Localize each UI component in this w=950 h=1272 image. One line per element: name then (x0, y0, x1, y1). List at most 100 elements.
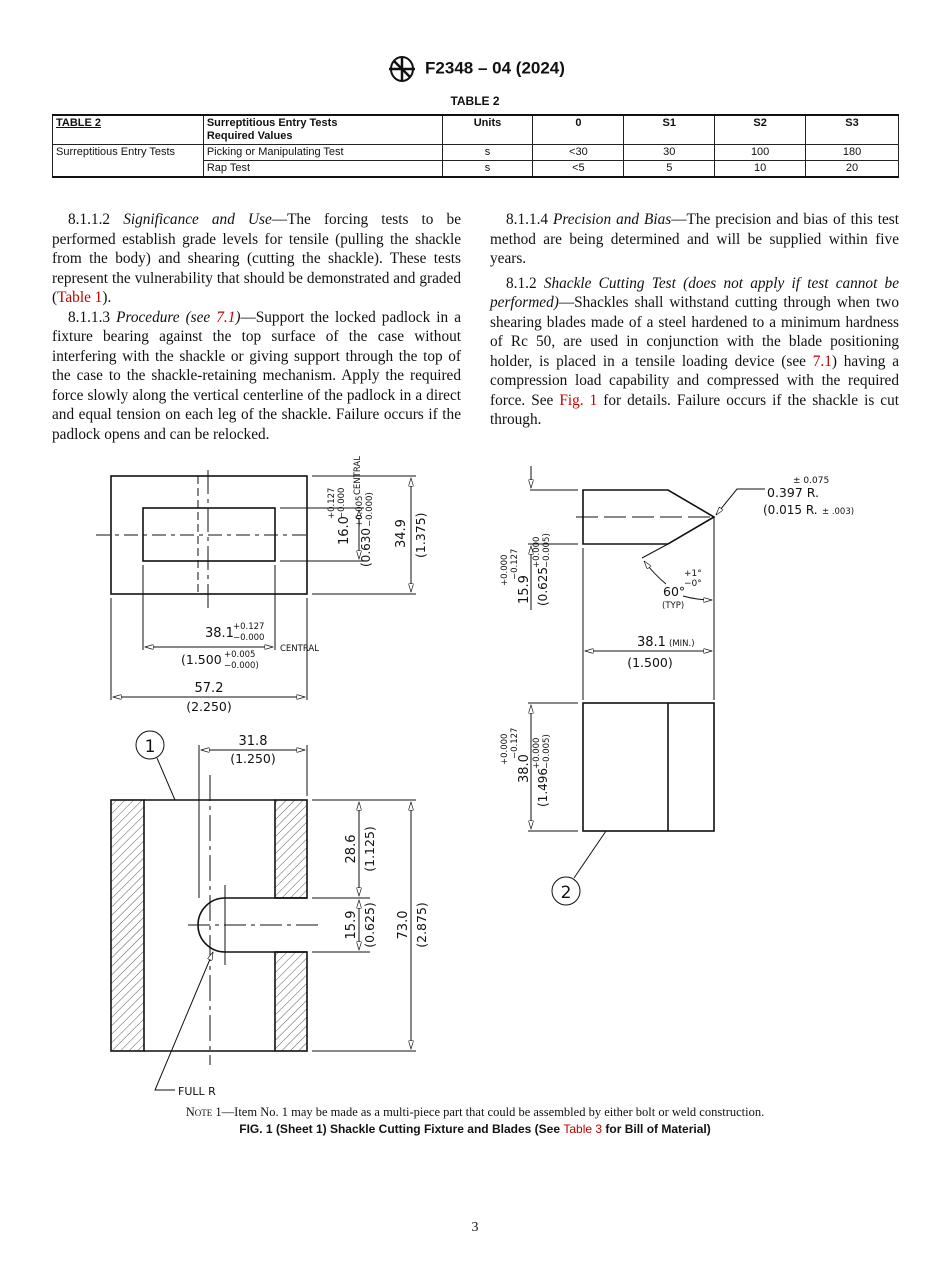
cell: Rap Test (202, 160, 443, 178)
dim-1-496: (1.496 (536, 768, 550, 807)
full-r-label: FULL R (178, 1085, 216, 1098)
dim-tol: +0.005 (355, 496, 365, 527)
cell: s (441, 160, 534, 178)
paragraph-8-1-1-2: 8.1.1.2 Significance and Use—The forcing… (52, 210, 461, 308)
dim-1-500: (1.500 (181, 652, 222, 667)
cell: 10 (714, 160, 807, 178)
radius-0-397: 0.397 R. (767, 485, 819, 500)
cell: 30 (623, 144, 716, 161)
cell: 20 (805, 160, 899, 178)
dim-tol: −0.000 (233, 633, 264, 643)
dim-2-250: (2.250) (186, 699, 232, 714)
group-cell: Surreptitious Entry Tests (52, 144, 204, 178)
angle-tol: −0° (684, 579, 702, 589)
radius-0-015: (0.015 R. (763, 503, 818, 517)
dim-1-375: (1.375) (413, 512, 428, 558)
header-text: Surreptitious Entry Tests (206, 117, 338, 129)
dim-tol: +0.005 (224, 650, 255, 660)
dim-tol: +0.127 (327, 488, 337, 519)
dim-38-1-min: 38.1 (637, 635, 666, 650)
item-1-balloon (135, 730, 165, 760)
dim-2-875: (2.875) (414, 902, 429, 948)
section-number: 8.1.1.4 (506, 211, 554, 228)
header-cell: S1 (623, 114, 716, 145)
dim-tol: −0.127 (510, 549, 520, 580)
fig-1-link[interactable]: Fig. 1 (559, 391, 598, 409)
dim-31-8: 31.8 (239, 734, 268, 749)
caption-text: FIG. 1 (Sheet 1) Shackle Cutting Fixture… (239, 1122, 564, 1136)
paragraph-text: —The forcing tests to be performed estab… (52, 211, 461, 306)
dim-1-250: (1.250) (230, 751, 276, 766)
paragraph-8-1-1-3: 8.1.1.3 Procedure (see 7.1)—Support the … (52, 308, 461, 445)
radius-tol: ± 0.075 (793, 476, 829, 486)
dim-1-500: (1.500) (627, 655, 673, 670)
dim-tol: +0.000 (532, 537, 542, 568)
cell: <30 (532, 144, 625, 161)
header-cell: Units (441, 114, 534, 145)
cell: s (441, 144, 534, 161)
item-2-label: 2 (561, 883, 572, 903)
dim-tol: +0.000 (500, 734, 510, 765)
radius-tol: ± .003) (822, 507, 854, 517)
dim-34-9: 34.9 (394, 519, 409, 548)
table-title: TABLE 2 (450, 94, 500, 108)
cell: 180 (805, 144, 899, 161)
dim-0-625: (0.625) (362, 902, 377, 948)
dim-28-6: 28.6 (344, 835, 359, 864)
dim-38-1: 38.1 (205, 626, 234, 641)
paragraph-text: ) having a compression load capability a… (490, 352, 899, 409)
dim-1-125: (1.125) (362, 826, 377, 872)
dim-tol: +0.000 (532, 738, 542, 769)
page-number: 3 (471, 1220, 479, 1235)
section-title: ) (235, 308, 241, 326)
top-view (96, 470, 416, 700)
angle-tol: +1° (684, 569, 702, 579)
dim-tol: −0.005) (542, 734, 552, 769)
dim-tol: +0.127 (233, 622, 264, 632)
dim-tol: −0.000) (224, 661, 259, 671)
section-number: 8.1.1.3 (68, 308, 117, 326)
central-label: CENTRAL (353, 456, 363, 495)
section-7-1-link[interactable]: 7.1 (812, 352, 832, 370)
typ-label: (TYP) (662, 601, 684, 611)
table-1-link[interactable]: Table 1 (57, 289, 103, 306)
table-row: Surreptitious Entry Tests Picking or Man… (52, 144, 899, 178)
section-title: Precision and Bias (553, 211, 672, 228)
central-label: CENTRAL (280, 644, 319, 654)
dim-38-0: 38.0 (517, 754, 532, 783)
item-1-label: 1 (145, 737, 156, 757)
section-title: Procedure (see (116, 308, 217, 326)
paragraph-8-1-1-4: 8.1.1.4 Precision and Bias—The precision… (490, 210, 899, 269)
item-2-balloon (551, 876, 581, 906)
left-column: 8.1.1.2 Significance and Use—The forcing… (52, 210, 461, 444)
paragraph-text: —The precision and bias of this test met… (490, 211, 899, 267)
dim-tol: −0.127 (510, 728, 520, 759)
paragraph-text: ). (102, 289, 112, 306)
dim-tol: −0.000) (365, 492, 375, 527)
dim-16-0: 16.0 (337, 516, 352, 545)
dim-0-630: (0.630 (359, 528, 373, 567)
right-column: 8.1.1.4 Precision and Bias—The precision… (490, 210, 899, 430)
caption-text: for Bill of Material) (602, 1122, 711, 1136)
note-text: —Item No. 1 may be made as a multi-piece… (221, 1105, 765, 1119)
blade-view (528, 466, 765, 906)
designation: F2348 – 04 (2024) (425, 58, 565, 78)
table-3-link[interactable]: Table 3 (563, 1122, 603, 1136)
section-title: Shackle Cutting Test (does not apply if … (490, 274, 899, 312)
min-label: (MIN.) (669, 639, 695, 649)
header-text: Required Values (206, 130, 293, 142)
cell: 100 (714, 144, 807, 161)
figure-note: Note 1—Item No. 1 may be made as a multi… (0, 1105, 950, 1120)
paragraph-text: —Shackles shall withstand cutting throug… (490, 294, 899, 370)
paragraph-text: for details. Failure occurs if the shack… (490, 391, 899, 429)
figure-caption: FIG. 1 (Sheet 1) Shackle Cutting Fixture… (0, 1122, 950, 1136)
section-7-1-link[interactable]: 7.1 (216, 308, 236, 326)
dim-15-9: 15.9 (344, 911, 359, 940)
dim-tol: −0.000 (337, 488, 347, 519)
dim-57-2: 57.2 (195, 681, 224, 696)
dim-15-9: 15.9 (517, 575, 532, 604)
astm-logo-icon (389, 56, 416, 82)
note-label: Note 1 (185, 1105, 222, 1119)
